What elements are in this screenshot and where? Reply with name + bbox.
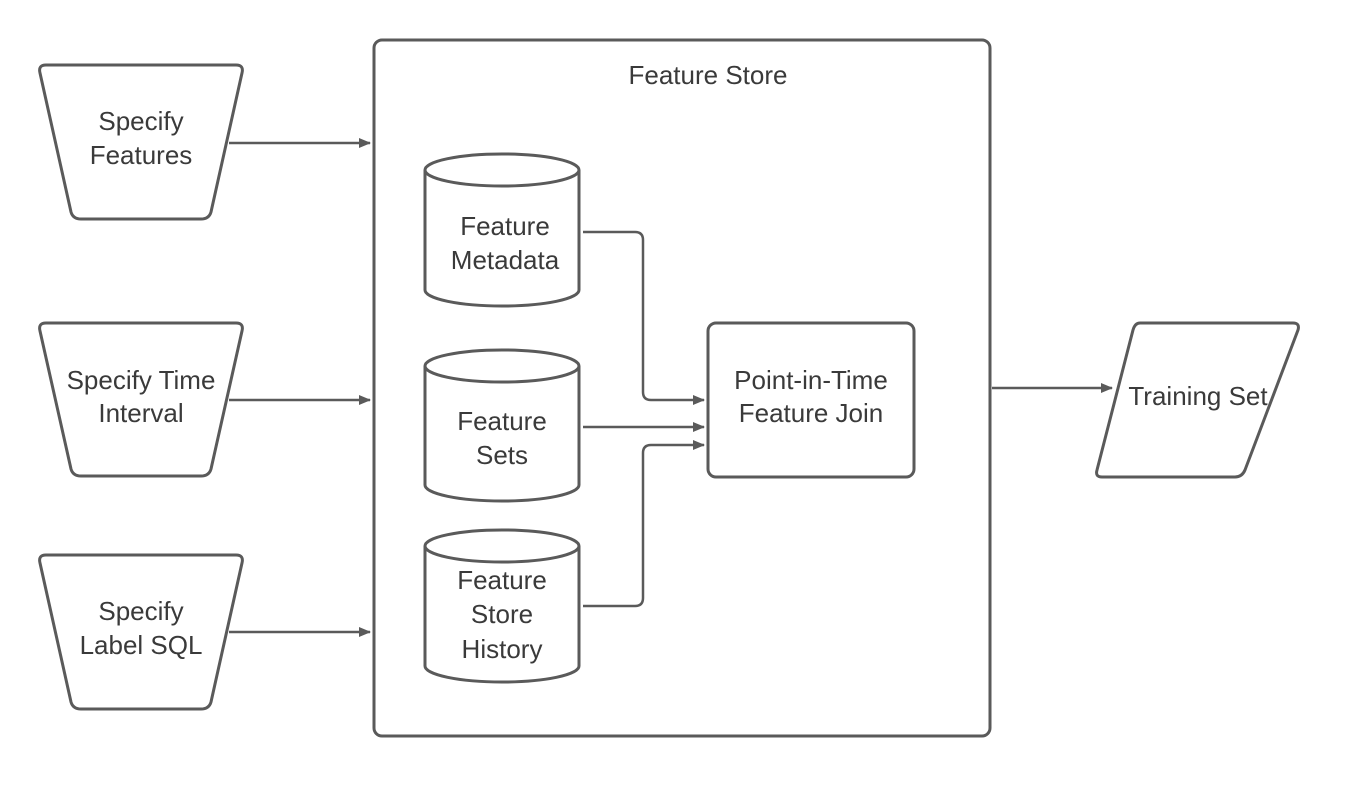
store-feature-store-history: Feature Store History [423, 528, 581, 684]
cylinder-body [423, 546, 581, 684]
trapezoid-shape [38, 321, 244, 478]
cylinder-top [423, 348, 581, 384]
cylinder-body [423, 366, 581, 503]
arrow-feature-store-history-to-join [583, 440, 705, 608]
cylinder-top [423, 152, 581, 188]
trapezoid-shape [38, 63, 244, 221]
store-label-line-1: Feature [460, 211, 550, 241]
feature-store-title: Feature Store [629, 60, 788, 90]
store-label-line-2: Store [471, 599, 533, 629]
store-feature-sets: Feature Sets [423, 348, 581, 503]
cylinder-top [423, 528, 581, 564]
input-specify-time-interval: Specify Time Interval [38, 321, 244, 478]
parallelogram-shape [1095, 321, 1300, 479]
input-label-line-2: Interval [98, 398, 183, 428]
process-label-line-2: Feature Join [739, 398, 884, 428]
output-label: Training Set [1128, 381, 1268, 411]
input-label-line-1: Specify Time [67, 365, 216, 395]
input-label-line-2: Features [90, 140, 193, 170]
store-label-line-1: Feature [457, 565, 547, 595]
process-label-line-1: Point-in-Time [734, 365, 888, 395]
input-label-line-1: Specify [98, 106, 183, 136]
process-box [706, 321, 916, 479]
edges [229, 138, 1113, 637]
trapezoid-shape [38, 553, 244, 711]
store-feature-metadata: Feature Metadata [423, 152, 581, 308]
input-label-line-2: Label SQL [80, 630, 203, 660]
store-label-line-2: Sets [476, 440, 528, 470]
input-specify-label-sql: Specify Label SQL [38, 553, 244, 711]
output-training-set: Training Set [1095, 321, 1300, 479]
store-label-line-2: Metadata [451, 245, 560, 275]
input-specify-features: Specify Features [38, 63, 244, 221]
input-label-line-1: Specify [98, 596, 183, 626]
store-label-line-1: Feature [457, 406, 547, 436]
cylinder-body [423, 170, 581, 308]
store-label-line-3: History [462, 634, 543, 664]
arrow-feature-metadata-to-join [583, 230, 705, 405]
process-point-in-time-feature-join: Point-in-Time Feature Join [706, 321, 916, 479]
